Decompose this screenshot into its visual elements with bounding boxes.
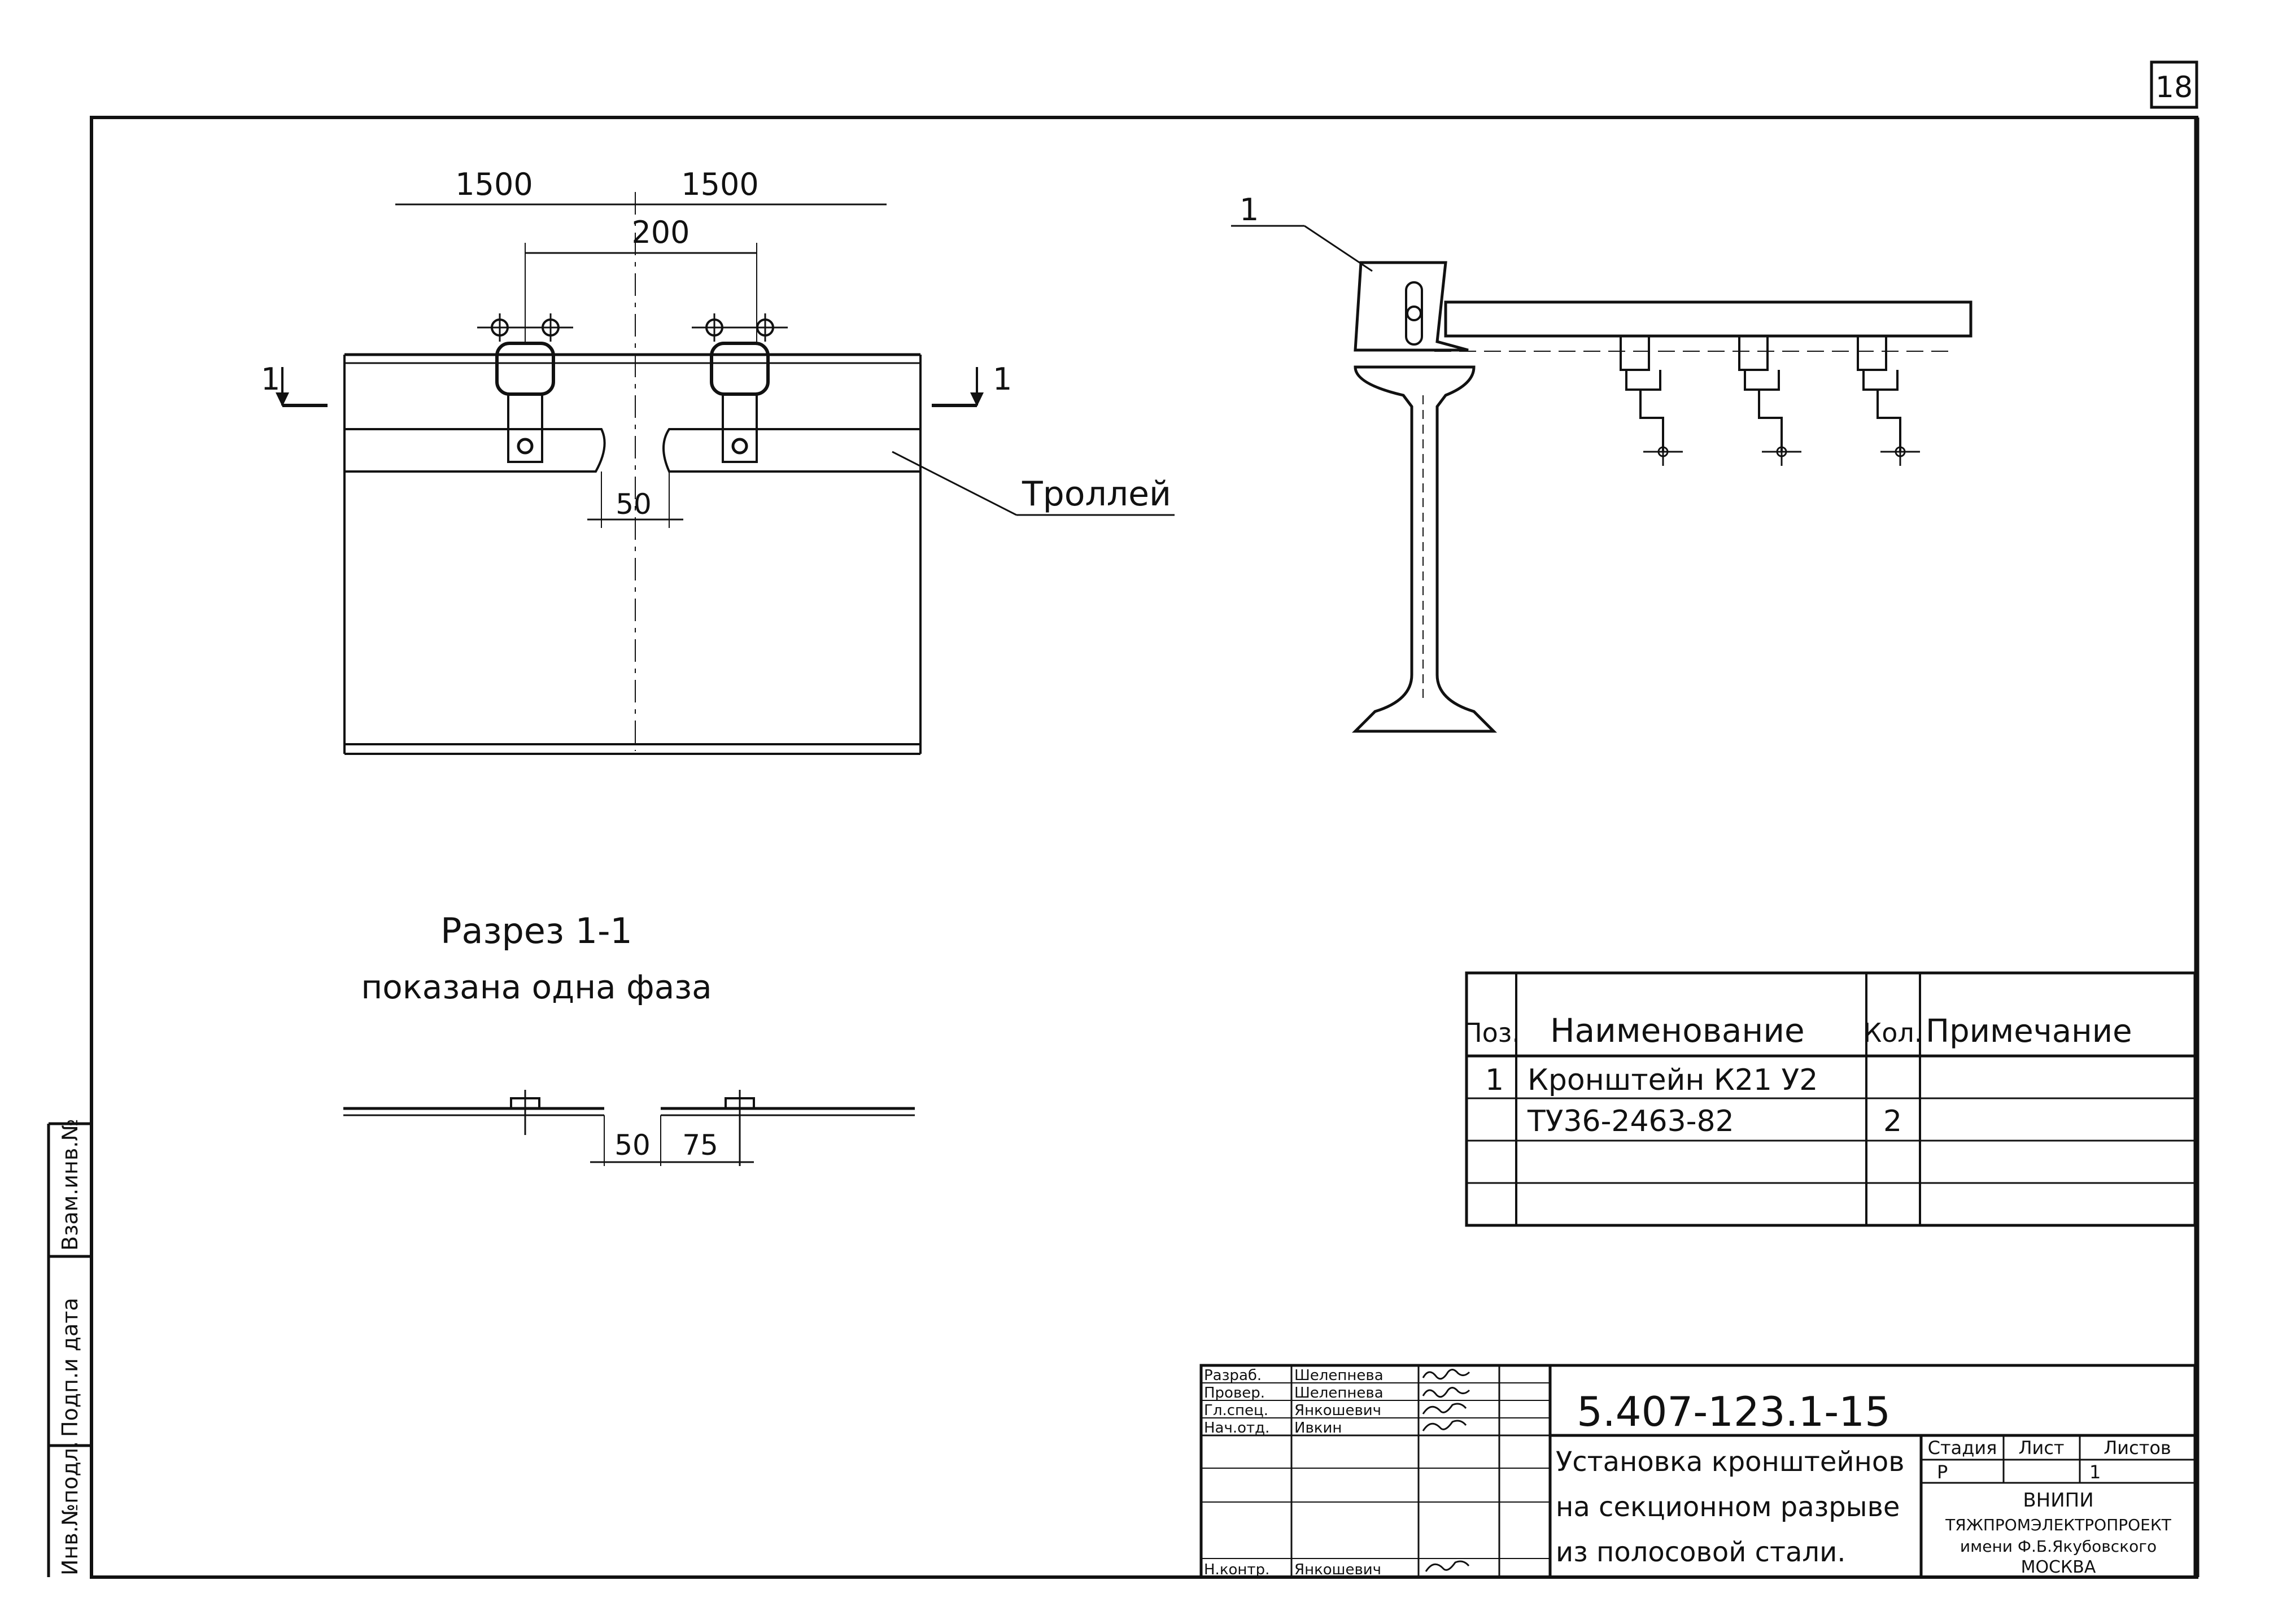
section-mark-right: 1 — [993, 361, 1012, 397]
section-dim-gap: 50 — [614, 1129, 651, 1162]
staff-role: Нач.отд. — [1204, 1420, 1269, 1437]
section-mark-left: 1 — [261, 361, 280, 397]
section-subtitle: показана одна фаза — [361, 968, 712, 1006]
dim-right: 1500 — [681, 167, 758, 202]
staff-role: Разраб. — [1204, 1367, 1262, 1384]
spec-header-qty: Кол. — [1864, 1018, 1923, 1048]
document-code: 5.407-123.1-15 — [1577, 1388, 1891, 1435]
sheets-value: 1 — [2089, 1461, 2101, 1483]
dim-left: 1500 — [455, 167, 533, 202]
stamp-inv-number: Инв.№подл. — [58, 1441, 82, 1575]
spec-header-note: Примечание — [1926, 1013, 2132, 1050]
org-line-4: МОСКВА — [2021, 1557, 2096, 1577]
signature-marks — [1422, 1369, 1470, 1572]
stage-value: Р — [1937, 1461, 1948, 1483]
sheet-number-box: 18 — [2150, 60, 2198, 109]
section-dim-offset: 75 — [682, 1129, 718, 1162]
spec-cell: 1 — [1485, 1063, 1504, 1097]
staff-name: Янкошевич — [1294, 1402, 1381, 1419]
plan-view: 1500 1500 200 50 — [261, 167, 1175, 755]
dim-center: 200 — [631, 215, 689, 250]
spec-table: Поз. Наименование Кол. Примечание 1 Крон… — [1463, 971, 2197, 1227]
staff-name: Янкошевич — [1294, 1561, 1381, 1578]
trolley-label: Троллей — [1022, 474, 1171, 514]
title-line-1: Установка кронштейнов — [1556, 1446, 1905, 1478]
sheets-header: Листов — [2104, 1437, 2171, 1459]
spec-cell: 2 — [1883, 1105, 1902, 1138]
org-line-1: ВНИПИ — [2023, 1489, 2093, 1512]
spec-header-name: Наименование — [1550, 1011, 1805, 1050]
staff-name: Ивкин — [1294, 1420, 1342, 1437]
section-title: Разрез 1-1 — [440, 910, 632, 951]
spec-header-pos: Поз. — [1463, 1018, 1520, 1048]
margin-stamp: Инв.№подл. Подп.и дата Взам.инв.№ — [47, 1119, 91, 1577]
section-view: Разрез 1-1 показана одна фаза 50 75 — [343, 910, 915, 1166]
stamp-replaced-inv: Взам.инв.№ — [58, 1119, 82, 1251]
org-line-3: имени Ф.Б.Якубовского — [1960, 1537, 2157, 1556]
spec-cell: ТУ36-2463-82 — [1527, 1105, 1734, 1138]
staff-role: Провер. — [1204, 1385, 1265, 1402]
staff-name: Шелепнева — [1294, 1367, 1384, 1384]
title-line-3: из полосовой стали. — [1556, 1536, 1846, 1568]
staff-name: Шелепнева — [1294, 1385, 1384, 1402]
org-line-2: ТЯЖПРОМЭЛЕКТРОПРОЕКТ — [1945, 1516, 2172, 1534]
staff-role: Н.контр. — [1204, 1561, 1269, 1578]
side-callout: 1 — [1240, 192, 1259, 228]
stamp-signature-date: Подп.и дата — [58, 1298, 82, 1437]
stage-header: Стадия — [1928, 1437, 1997, 1459]
staff-role: Гл.спец. — [1204, 1402, 1268, 1419]
sheet-number: 18 — [2155, 71, 2193, 104]
spec-cell: Кронштейн К21 У2 — [1528, 1063, 1818, 1097]
dim-gap: 50 — [616, 488, 652, 521]
side-view: 1 — [1231, 192, 1972, 733]
title-line-2: на секционном разрыве — [1556, 1491, 1900, 1523]
sheet-header: Лист — [2018, 1437, 2064, 1459]
title-block: Разраб. Шелепнева Провер. Шелепнева Гл.с… — [1199, 1364, 2197, 1579]
